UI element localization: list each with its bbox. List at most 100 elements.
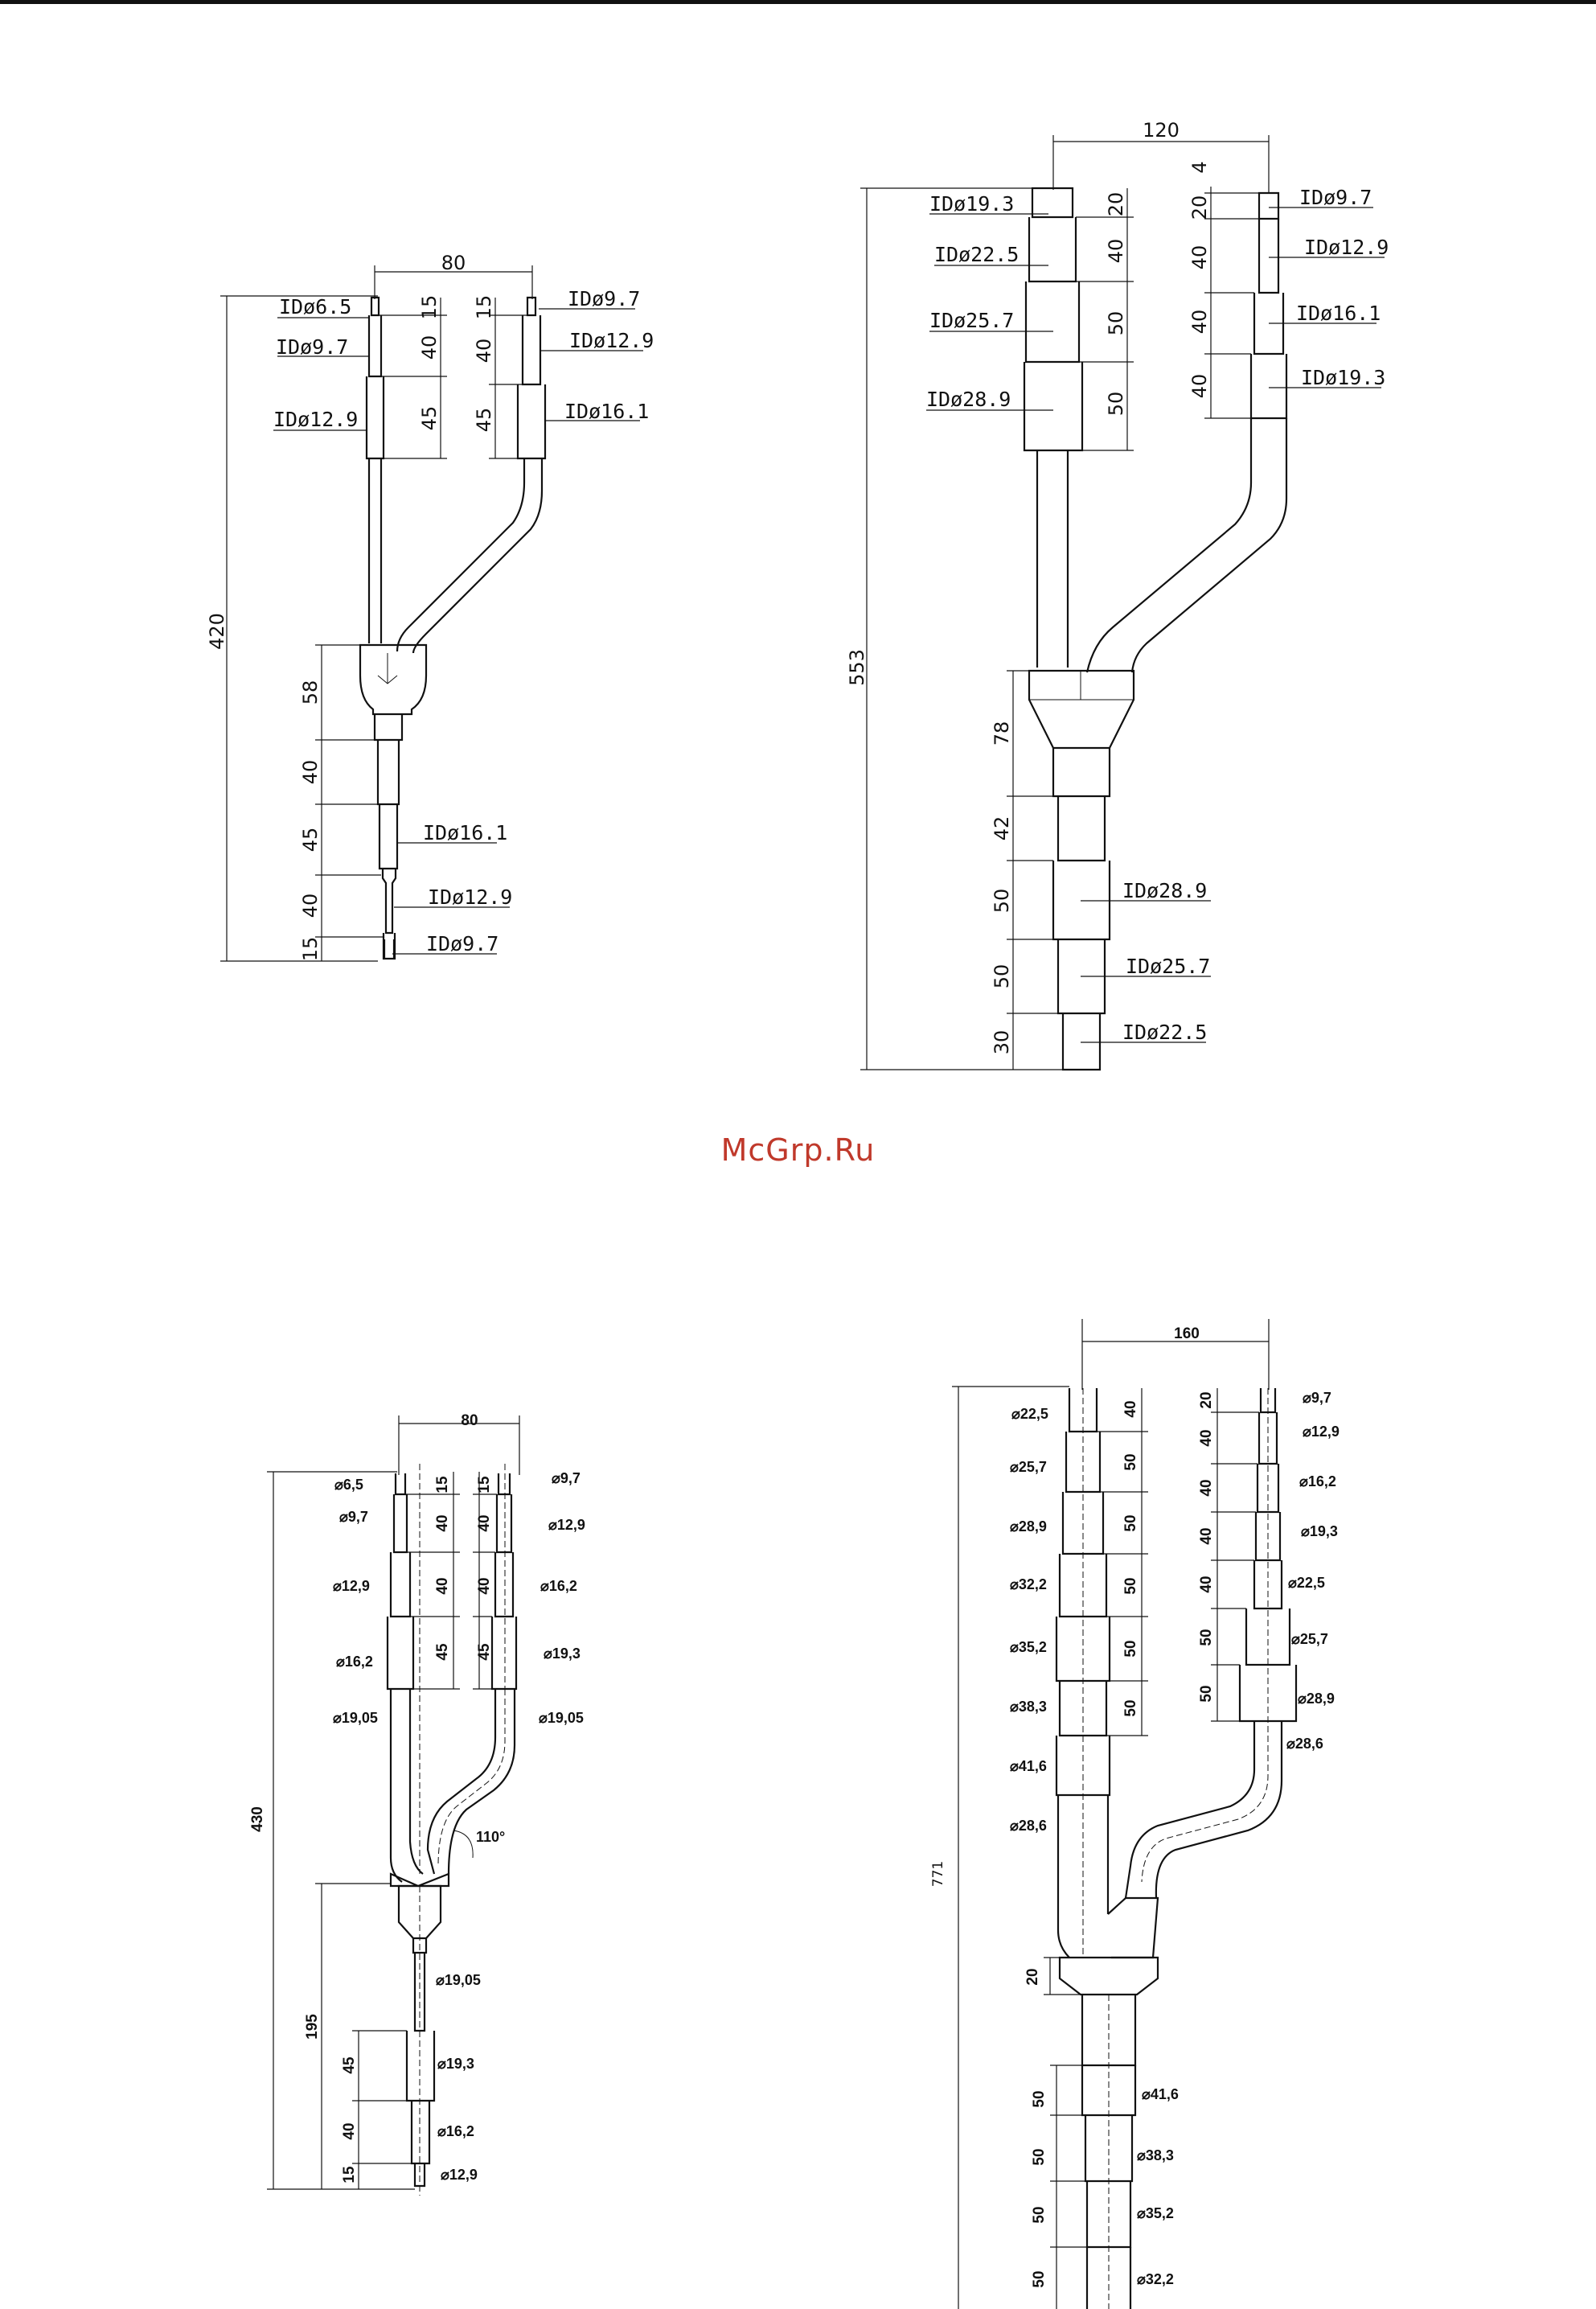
diagram-d-right-seg-4: 40 bbox=[1198, 1527, 1215, 1544]
diagram-c-bottom-id-1: ⌀19,05 bbox=[436, 1972, 481, 1988]
diagram-d-right-id-3: ⌀16,2 bbox=[1299, 1473, 1336, 1489]
diagram-c-labels: 80 430 195 110° 15 40 40 45 15 40 40 45 … bbox=[249, 1412, 585, 2184]
diagram-a-bottom-id-3: IDø9.7 bbox=[426, 932, 498, 955]
diagram-b-right-seg-5: 40 bbox=[1188, 374, 1211, 399]
diagram-c-left-id-5: ⌀19,05 bbox=[333, 1710, 378, 1726]
diagram-b-right-id-3: IDø16.1 bbox=[1296, 302, 1381, 325]
diagram-b-bottom-seg-4: 50 bbox=[991, 964, 1013, 989]
diagram-b-dimensions bbox=[860, 135, 1385, 1070]
diagram-b-right-seg-2: 20 bbox=[1188, 195, 1211, 220]
diagram-d-left-seg-4: 50 bbox=[1122, 1577, 1139, 1594]
diagram-d-bottom-seg-2: 50 bbox=[1031, 2148, 1048, 2165]
diagram-a-left-seg-3: 45 bbox=[418, 406, 441, 431]
diagram-a-bottom-seg-5: 15 bbox=[299, 937, 322, 962]
diagram-d: 160 771 20 40 50 50 50 50 50 20 40 40 40… bbox=[930, 1319, 1340, 2309]
diagram-b-left-id-1: IDø19.3 bbox=[929, 192, 1014, 216]
diagram-d-labels: 160 771 20 40 50 50 50 50 50 20 40 40 40… bbox=[930, 1325, 1340, 2288]
diagram-c-width-label: 80 bbox=[461, 1412, 478, 1429]
watermark-text: McGrp.Ru bbox=[720, 1132, 876, 1168]
diagram-a-left-id-1: IDø6.5 bbox=[279, 295, 351, 318]
diagram-c-right-id-2: ⌀12,9 bbox=[548, 1517, 585, 1533]
diagram-c-bottom-seg-3: 15 bbox=[341, 2166, 358, 2184]
diagram-d-right-seg-5: 40 bbox=[1198, 1576, 1215, 1592]
diagram-d-right-id-4: ⌀19,3 bbox=[1301, 1523, 1338, 1539]
diagram-c-left-seg-1: 15 bbox=[434, 1476, 451, 1493]
diagram-c-right-seg-4: 45 bbox=[476, 1643, 493, 1661]
diagram-d-right-id-5: ⌀22,5 bbox=[1288, 1575, 1325, 1591]
diagram-d-bottom-seg-1: 50 bbox=[1031, 2090, 1048, 2107]
diagram-d-bottom-id-2: ⌀38,3 bbox=[1137, 2147, 1174, 2163]
diagram-c-right-id-5: ⌀19,05 bbox=[539, 1710, 584, 1726]
diagram-c-right-id-4: ⌀19,3 bbox=[544, 1645, 581, 1662]
diagram-b-bottom-id-2: IDø25.7 bbox=[1126, 955, 1210, 978]
diagram-c-left-seg-3: 40 bbox=[434, 1577, 451, 1594]
diagram-b-bottom-id-1: IDø28.9 bbox=[1122, 879, 1207, 902]
diagram-b-right-seg-3: 40 bbox=[1188, 245, 1211, 270]
diagram-d-width-label: 160 bbox=[1174, 1325, 1200, 1342]
diagram-a-height-label: 420 bbox=[206, 613, 228, 650]
diagram-c-bottom-id-4: ⌀12,9 bbox=[441, 2167, 478, 2183]
diagram-c-right-seg-2: 40 bbox=[476, 1514, 493, 1531]
diagram-c-left-seg-2: 40 bbox=[434, 1514, 451, 1531]
diagram-a-dimensions bbox=[220, 265, 643, 962]
diagram-a-bottom-seg-3: 45 bbox=[299, 828, 322, 853]
diagram-b-height-label: 553 bbox=[846, 649, 868, 686]
diagram-c-angle-label: 110° bbox=[476, 1829, 505, 1845]
diagram-d-bottom-id-1: ⌀41,6 bbox=[1142, 2086, 1179, 2102]
diagram-b-pipe bbox=[1023, 187, 1288, 1071]
diagram-c-right-seg-1: 15 bbox=[476, 1476, 493, 1493]
diagram-b-left-seg-2: 40 bbox=[1105, 239, 1127, 264]
diagram-d-bottom-seg-4: 50 bbox=[1031, 2270, 1048, 2287]
diagram-d-right-id-8: ⌀28,6 bbox=[1286, 1736, 1323, 1752]
diagram-d-right-id-6: ⌀25,7 bbox=[1291, 1631, 1328, 1647]
diagram-c-height-label: 430 bbox=[249, 1806, 266, 1832]
diagram-c-right-id-3: ⌀16,2 bbox=[540, 1578, 577, 1594]
diagram-a-left-id-3: IDø12.9 bbox=[273, 408, 358, 431]
diagram-a-bottom-id-1: IDø16.1 bbox=[423, 821, 507, 844]
diagram-d-bottom-id-3: ⌀35,2 bbox=[1137, 2205, 1174, 2221]
diagram-d-left-id-7: ⌀41,6 bbox=[1010, 1758, 1047, 1774]
diagram-b-bottom-seg-2: 42 bbox=[991, 816, 1013, 841]
diagram-d-left-id-6: ⌀38,3 bbox=[1010, 1699, 1047, 1715]
diagram-a-left-id-2: IDø9.7 bbox=[276, 335, 348, 359]
diagram-d-bottom-seg-3: 50 bbox=[1031, 2206, 1048, 2223]
diagram-a-right-seg-2: 40 bbox=[473, 339, 495, 364]
diagram-a-right-id-2: IDø12.9 bbox=[569, 329, 654, 352]
diagram-a-right-seg-1: 15 bbox=[473, 295, 495, 320]
diagram-c-bottom-id-2: ⌀19,3 bbox=[437, 2056, 474, 2072]
diagram-c-bottom-id-3: ⌀16,2 bbox=[437, 2123, 474, 2139]
diagram-d-dimensions bbox=[952, 1319, 1270, 2309]
diagram-a-bottom-seg-1: 58 bbox=[299, 680, 322, 705]
diagram-c-dimensions bbox=[267, 1415, 520, 2190]
diagram-d-left-id-5: ⌀35,2 bbox=[1010, 1639, 1047, 1655]
diagram-d-right-seg-3: 40 bbox=[1198, 1479, 1215, 1496]
diagram-d-left-id-1: ⌀22,5 bbox=[1011, 1406, 1048, 1422]
diagram-d-left-id-3: ⌀28,9 bbox=[1010, 1518, 1047, 1535]
diagram-d-bottom-id-4: ⌀32,2 bbox=[1137, 2271, 1174, 2287]
diagram-b-right-id-1: IDø9.7 bbox=[1299, 186, 1372, 209]
diagram-a-left-seg-1: 15 bbox=[418, 295, 441, 320]
diagram-c-right-id-1: ⌀9,7 bbox=[552, 1470, 581, 1486]
diagram-d-right-id-7: ⌀28,9 bbox=[1298, 1691, 1335, 1707]
diagram-c-bottom-seg-1: 45 bbox=[341, 2056, 358, 2074]
diagram-b-right-id-2: IDø12.9 bbox=[1304, 236, 1389, 259]
diagram-a-labels: 80 420 15 40 45 15 40 45 58 40 45 40 15 … bbox=[206, 252, 654, 961]
page-top-rule bbox=[0, 0, 1596, 4]
diagram-b-left-seg-3: 50 bbox=[1105, 311, 1127, 336]
diagram-b-left-seg-4: 50 bbox=[1105, 392, 1127, 417]
diagram-a-width-label: 80 bbox=[441, 252, 466, 274]
diagram-d-right-seg-2: 40 bbox=[1198, 1429, 1215, 1446]
diagram-b-width-label: 120 bbox=[1143, 119, 1180, 142]
diagram-b-bottom-seg-5: 30 bbox=[991, 1030, 1013, 1055]
diagram-b-left-id-3: IDø25.7 bbox=[929, 309, 1014, 332]
diagram-b-left-id-4: IDø28.9 bbox=[926, 388, 1011, 411]
diagram-b-bottom-seg-1: 78 bbox=[991, 721, 1013, 746]
diagram-a-right-id-3: IDø16.1 bbox=[564, 400, 649, 423]
diagram-b-right-seg-4: 40 bbox=[1188, 310, 1211, 335]
diagram-b-right-id-4: IDø19.3 bbox=[1301, 366, 1385, 389]
diagram-d-left-seg-6: 50 bbox=[1122, 1699, 1139, 1716]
diagram-c-left-id-3: ⌀12,9 bbox=[333, 1578, 370, 1594]
diagram-d-left-seg-3: 50 bbox=[1122, 1514, 1139, 1531]
diagram-d-joint-label: 20 bbox=[1024, 1968, 1041, 1985]
